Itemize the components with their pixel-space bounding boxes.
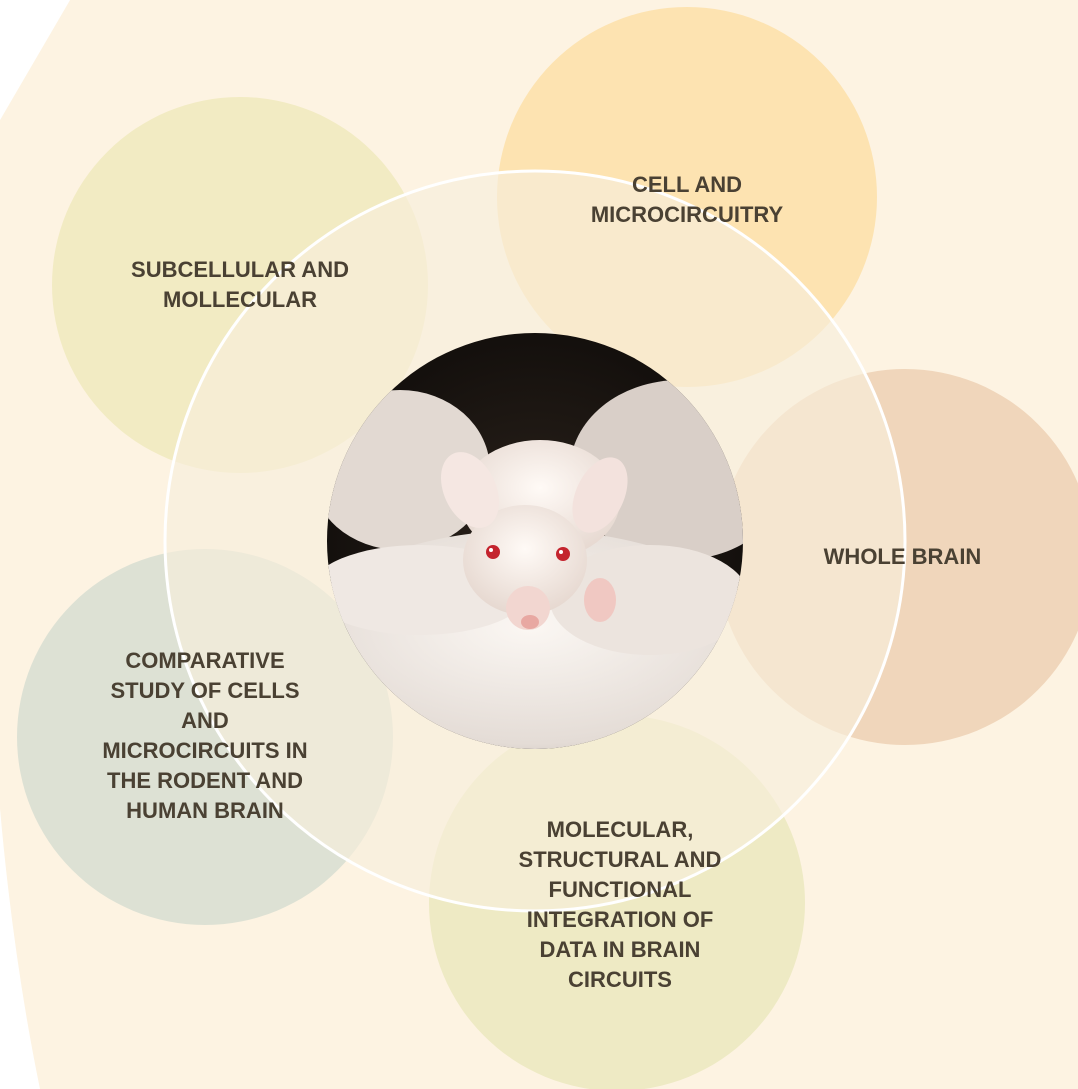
label-comparative: COMPARATIVE STUDY OF CELLS AND MICROCIRC…	[92, 628, 318, 844]
label-whole-brain: WHOLE BRAIN	[795, 540, 1010, 574]
label-comparative-text: COMPARATIVE STUDY OF CELLS AND MICROCIRC…	[92, 646, 318, 826]
label-cell-text: CELL AND MICROCIRCUITRY	[567, 170, 807, 230]
label-cell: CELL AND MICROCIRCUITRY	[567, 165, 807, 235]
label-subcellular: SUBCELLULAR AND MOLLECULAR	[120, 235, 360, 335]
label-integration: MOLECULAR, STRUCTURAL AND FUNCTIONAL INT…	[505, 795, 735, 1015]
label-whole-brain-text: WHOLE BRAIN	[824, 542, 982, 572]
label-subcellular-text: SUBCELLULAR AND MOLLECULAR	[120, 255, 360, 315]
label-integration-text: MOLECULAR, STRUCTURAL AND FUNCTIONAL INT…	[505, 815, 735, 995]
